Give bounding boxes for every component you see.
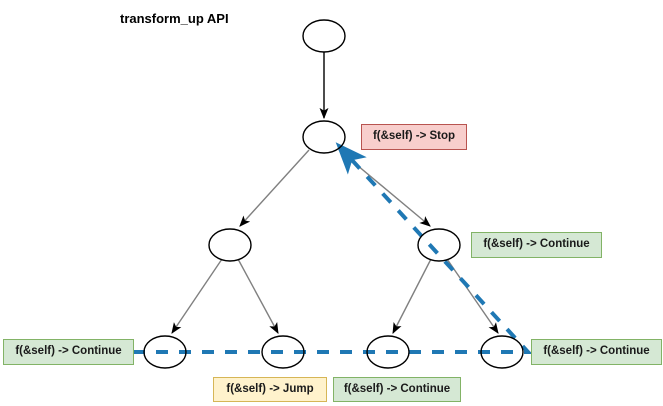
edge-n2-to-leaf2 bbox=[237, 258, 279, 334]
tree-node-leaf1[interactable] bbox=[143, 335, 187, 369]
tree-node-leaf4[interactable] bbox=[480, 335, 524, 369]
callout-jump-leaf2: f(&self) -> Jump bbox=[213, 377, 327, 402]
edge-n3-to-leaf4 bbox=[446, 258, 499, 334]
traversal-path bbox=[133, 142, 533, 354]
callout-continue-leaf3: f(&self) -> Continue bbox=[333, 377, 461, 402]
callout-continue-leaf1: f(&self) -> Continue bbox=[3, 339, 134, 365]
callout-stop-n1: f(&self) -> Stop bbox=[361, 124, 467, 150]
tree-node-n1[interactable] bbox=[302, 120, 346, 154]
callout-continue-leaf4: f(&self) -> Continue bbox=[531, 339, 662, 365]
tree-node-root[interactable] bbox=[302, 19, 346, 53]
tree-node-n2[interactable] bbox=[208, 228, 252, 262]
callout-continue-n3: f(&self) -> Continue bbox=[471, 232, 602, 258]
tree-node-leaf3[interactable] bbox=[366, 335, 410, 369]
edge-n2-to-leaf1 bbox=[171, 258, 223, 334]
edge-n3-to-leaf3 bbox=[392, 258, 432, 334]
edge-n1-to-n2 bbox=[239, 149, 310, 227]
tree-node-leaf2[interactable] bbox=[261, 335, 305, 369]
tree-node-n3[interactable] bbox=[417, 228, 461, 262]
page-title: transform_up API bbox=[120, 11, 229, 26]
